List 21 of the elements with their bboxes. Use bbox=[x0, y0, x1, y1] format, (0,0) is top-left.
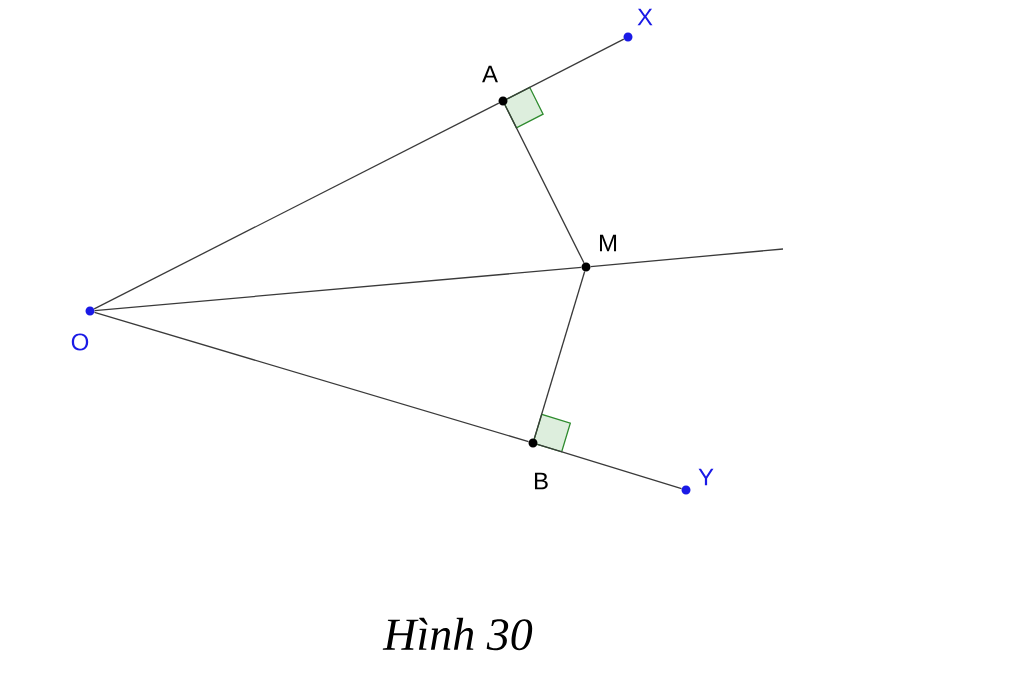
line-segment bbox=[590, 248, 784, 268]
point-label: Y bbox=[698, 468, 714, 486]
line-segment bbox=[536, 443, 683, 490]
caption: Hình 30 bbox=[382, 617, 533, 651]
point-label: B bbox=[535, 472, 548, 490]
point-label: X bbox=[637, 8, 653, 26]
point-label: A bbox=[482, 65, 498, 83]
line-segment bbox=[504, 104, 585, 264]
line-segment bbox=[93, 102, 500, 310]
point-label: M bbox=[600, 234, 617, 252]
point-label: O bbox=[71, 333, 89, 351]
line-segment bbox=[93, 311, 530, 443]
line-segment bbox=[506, 38, 625, 100]
line-segment bbox=[533, 270, 586, 440]
point bbox=[581, 262, 591, 272]
point bbox=[85, 306, 95, 316]
line-segment bbox=[94, 266, 582, 312]
point bbox=[623, 32, 633, 42]
point bbox=[528, 438, 538, 448]
point bbox=[498, 96, 508, 106]
point bbox=[681, 485, 691, 495]
